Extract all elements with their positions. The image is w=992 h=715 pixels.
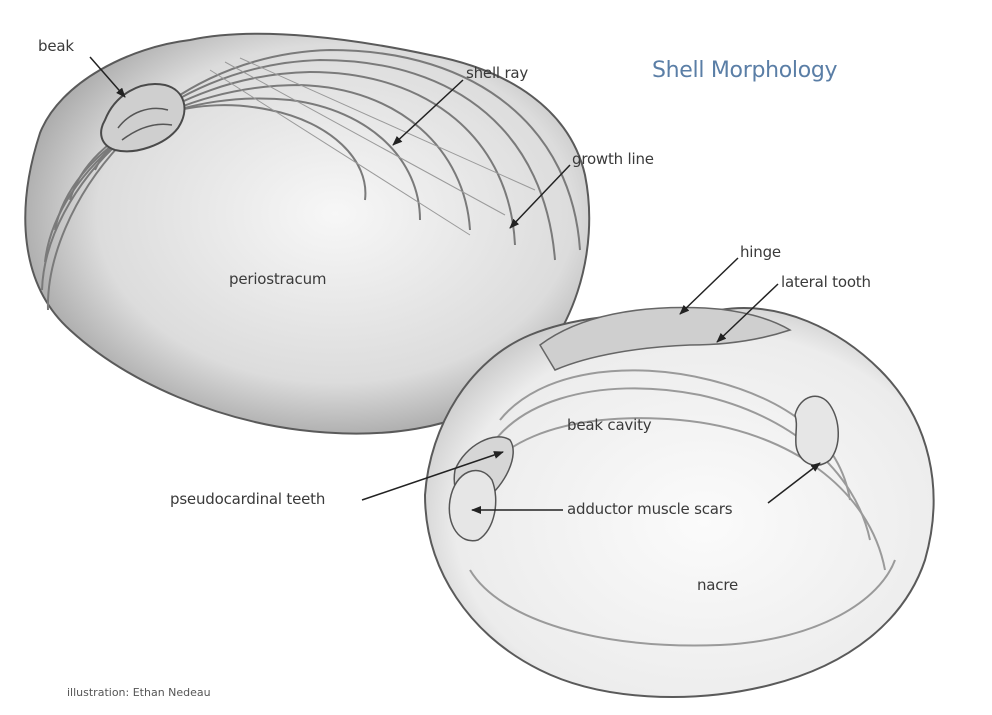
diagram-title: Shell Morphology [652, 58, 837, 83]
posterior-adductor-scar [795, 396, 838, 465]
label-nacre: nacre [697, 576, 738, 594]
label-adductor-muscle-scars: adductor muscle scars [567, 500, 732, 518]
arrow-hinge [680, 258, 738, 314]
label-beak-cavity: beak cavity [567, 416, 651, 434]
label-shell-ray: shell ray [466, 64, 528, 82]
label-periostracum: periostracum [229, 270, 326, 288]
illustration-credit: illustration: Ethan Nedeau [67, 686, 211, 699]
label-growth-line: growth line [572, 150, 654, 168]
label-hinge: hinge [740, 243, 781, 261]
label-lateral-tooth: lateral tooth [781, 273, 871, 291]
label-pseudocardinal-teeth: pseudocardinal teeth [170, 490, 325, 508]
label-beak: beak [38, 37, 74, 55]
